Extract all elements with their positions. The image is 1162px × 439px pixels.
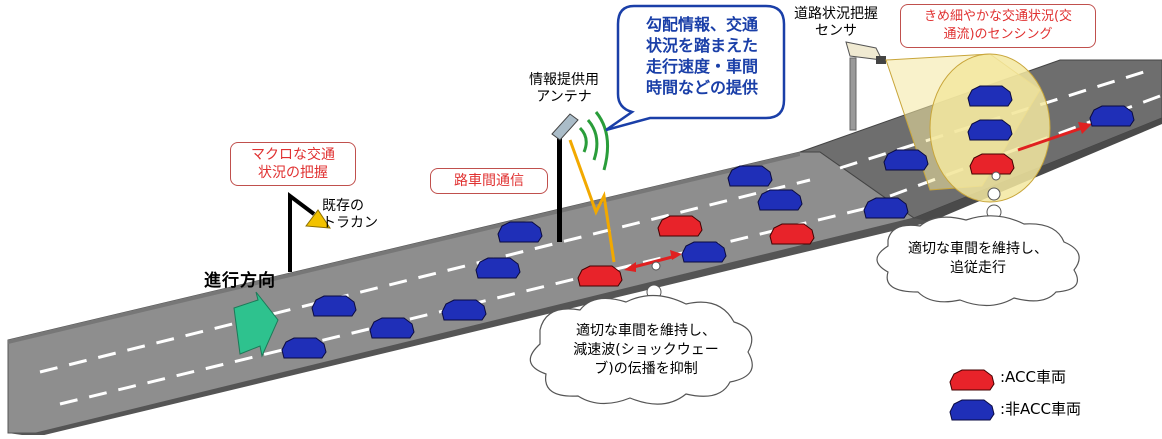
car-non-acc bbox=[475, 257, 521, 279]
direction-arrow bbox=[233, 291, 279, 358]
cloud-left-text: 適切な車間を維持し、 減速波(ショックウェー ブ)の伝播を抑制 bbox=[573, 323, 719, 377]
roadside-comm-label: 路車間通信 bbox=[430, 168, 548, 194]
signal-waves-icon bbox=[578, 111, 610, 171]
cloud-left bbox=[529, 294, 753, 405]
car-acc bbox=[577, 265, 623, 287]
thought-dot bbox=[651, 261, 661, 271]
legend-non-acc-label: :非ACC車両 bbox=[1000, 400, 1081, 418]
follow-arrowhead bbox=[1078, 122, 1092, 134]
info-bubble-text: 勾配情報、交通 状況を踏まえた 走行速度・車間 時間などの提供 bbox=[645, 15, 758, 97]
car-non-acc bbox=[369, 317, 415, 339]
car-acc bbox=[769, 223, 815, 245]
car-non-acc bbox=[311, 295, 357, 317]
antenna-icon bbox=[551, 113, 579, 141]
thought-dot bbox=[987, 187, 1001, 201]
thought-dot bbox=[991, 171, 1001, 181]
car-non-acc bbox=[441, 299, 487, 321]
tracan-sensor-icon bbox=[305, 209, 331, 229]
car-non-acc bbox=[281, 337, 327, 359]
cloud-right-text: 適切な車間を維持し、 追従走行 bbox=[908, 241, 1048, 276]
gap-arrowhead-right bbox=[670, 250, 682, 260]
sensor-pole bbox=[849, 57, 857, 131]
road-edge-front bbox=[8, 218, 930, 437]
lightning-icon bbox=[568, 139, 616, 263]
cloud-right bbox=[876, 215, 1080, 307]
legend-car-acc-icon bbox=[949, 369, 995, 391]
car-non-acc bbox=[863, 197, 909, 219]
car-non-acc bbox=[967, 119, 1013, 141]
fine-sensing-label: きめ細やかな交通状況(交 通流)のセンシング bbox=[900, 4, 1096, 48]
follow-arrow bbox=[1017, 126, 1083, 152]
car-non-acc bbox=[967, 85, 1013, 107]
car-non-acc bbox=[883, 149, 929, 171]
antenna-pole bbox=[557, 132, 562, 242]
car-non-acc bbox=[727, 165, 773, 187]
lane-line-1 bbox=[39, 178, 811, 374]
car-acc bbox=[969, 153, 1015, 175]
antenna-label: 情報提供用 アンテナ bbox=[529, 72, 599, 105]
car-non-acc bbox=[757, 189, 803, 211]
car-non-acc bbox=[681, 241, 727, 263]
info-bubble-shape bbox=[605, 4, 786, 132]
camera-lens-icon bbox=[876, 56, 886, 64]
direction-label: 進行方向 bbox=[204, 271, 276, 291]
legend-acc-label: :ACC車両 bbox=[1000, 368, 1066, 386]
existing-tracan-label: 既存の トラカン bbox=[322, 198, 378, 231]
legend-car-non-acc-icon bbox=[949, 399, 995, 421]
gap-arrow bbox=[629, 254, 677, 270]
car-acc bbox=[657, 215, 703, 237]
car-non-acc bbox=[497, 221, 543, 243]
gap-arrowhead-left bbox=[624, 262, 636, 272]
sensor-label: 道路状況把握 センサ bbox=[794, 6, 878, 39]
car-non-acc bbox=[1089, 105, 1135, 127]
tracan-pole bbox=[288, 192, 316, 272]
macro-traffic-label: マクロな交通 状況の把握 bbox=[230, 142, 356, 186]
